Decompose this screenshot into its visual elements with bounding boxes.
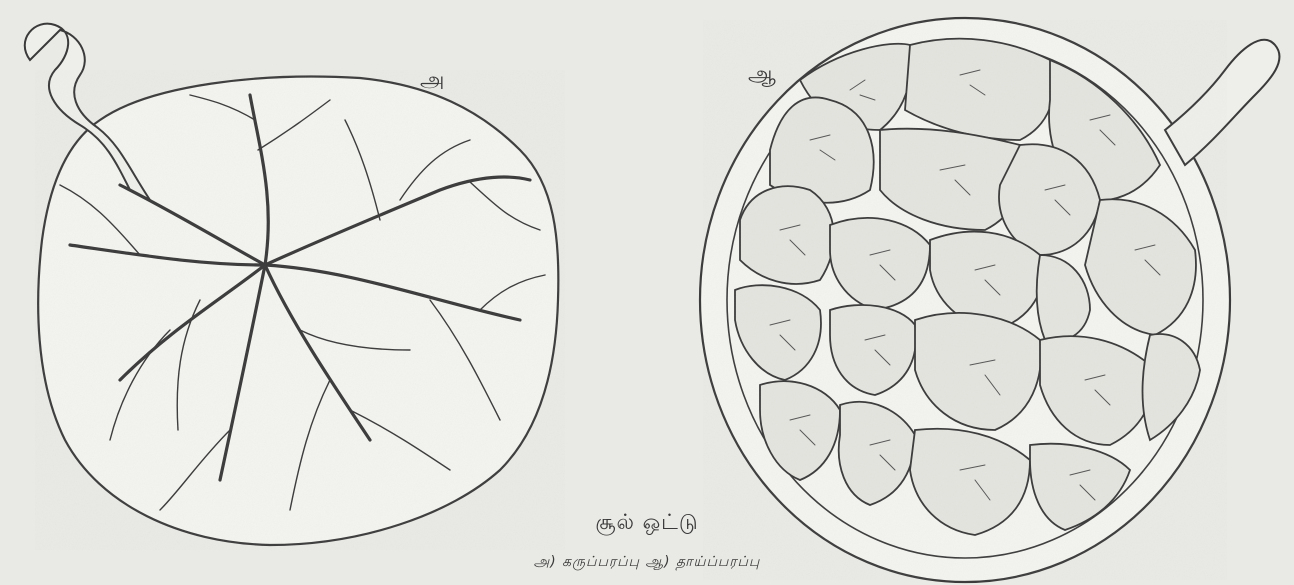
- fetal-surface-drawing: [25, 24, 565, 550]
- panel-a-label: அ: [420, 68, 444, 96]
- figure-caption-subtitle: அ) கருப்பரப்பு ஆ) தாய்ப்பரப்பு: [0, 554, 1294, 572]
- panel-b-label: ஆ: [748, 62, 776, 90]
- maternal-surface-drawing: [700, 18, 1279, 582]
- figure-caption-title: சூல் ஒட்டு: [0, 510, 1294, 537]
